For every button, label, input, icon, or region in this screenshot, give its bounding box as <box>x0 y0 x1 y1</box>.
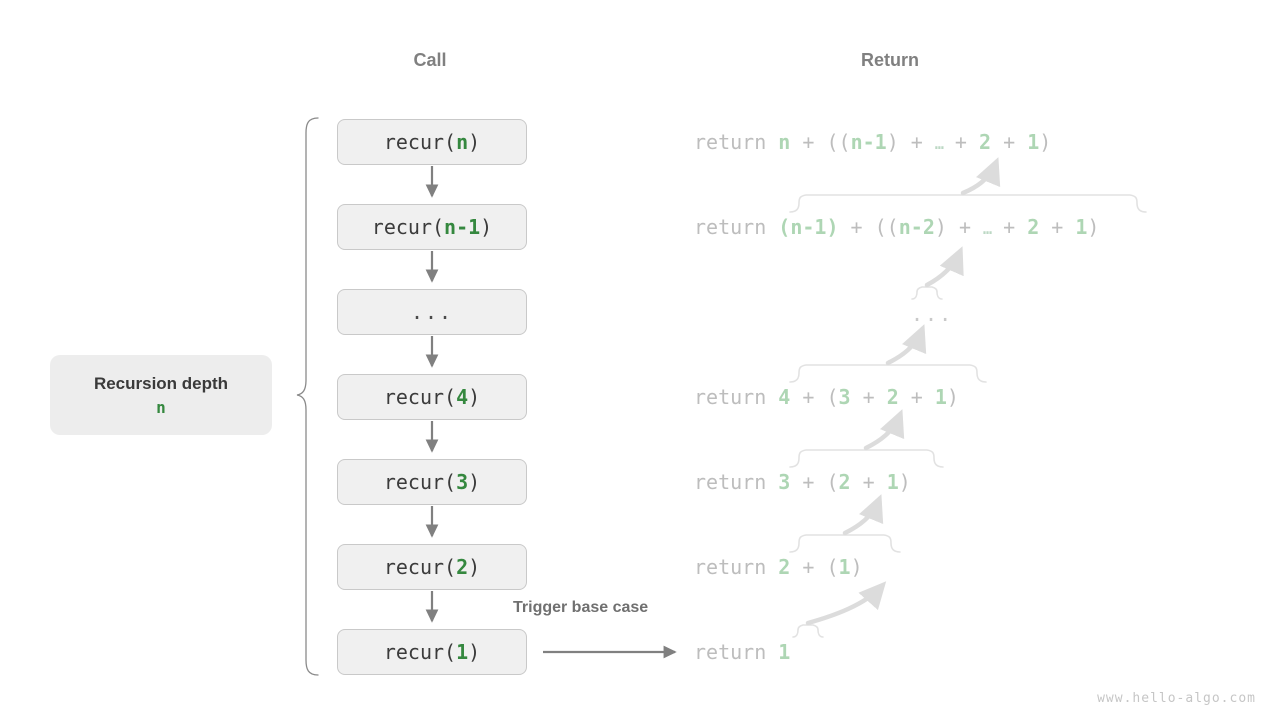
return-brace-row-4 <box>789 364 987 383</box>
call-box-4[interactable]: recur(4) <box>337 374 527 420</box>
call-box-1[interactable]: recur(1) <box>337 629 527 675</box>
return-brace-row-5 <box>789 449 944 468</box>
call-box-1-text: recur(1) <box>383 640 481 664</box>
column-header-return: Return <box>861 50 919 70</box>
return-arrow-6 <box>805 581 887 626</box>
return-brace-row-3 <box>911 286 943 300</box>
return-line-n-1: return (n-1) + ((n-2) + … + 2 + 1) <box>694 215 1100 239</box>
call-box-3-text: recur(3) <box>383 470 481 494</box>
return-arrow-3 <box>885 324 927 366</box>
watermark: www.hello-algo.com <box>1097 691 1256 706</box>
recursion-depth-brace <box>296 117 319 676</box>
call-box-ellipsis-text: ... <box>410 300 454 324</box>
return-brace-row-7 <box>792 624 824 638</box>
return-line-3: return 3 + (2 + 1) <box>694 470 911 494</box>
return-line-n: return n + ((n-1) + … + 2 + 1) <box>694 130 1052 154</box>
call-box-n-1-text: recur(n-1) <box>371 215 493 239</box>
call-box-2-text: recur(2) <box>383 555 481 579</box>
return-arrow-5 <box>842 494 884 536</box>
call-box-n[interactable]: recur(n) <box>337 119 527 165</box>
call-box-2[interactable]: recur(2) <box>337 544 527 590</box>
return-arrow-4 <box>863 409 905 451</box>
column-header-call: Call <box>413 50 447 70</box>
return-line-1: return 1 <box>694 640 791 664</box>
return-line-ellipsis: ... <box>911 302 954 326</box>
return-line-2: return 2 + (1) <box>694 555 863 579</box>
call-box-ellipsis[interactable]: ... <box>337 289 527 335</box>
return-line-4: return 4 + (3 + 2 + 1) <box>694 385 959 409</box>
call-box-n-1[interactable]: recur(n-1) <box>337 204 527 250</box>
call-box-3[interactable]: recur(3) <box>337 459 527 505</box>
return-brace-row-6 <box>789 534 901 553</box>
call-box-n-text: recur(n) <box>383 130 481 154</box>
recursion-depth-label: Recursion depth n <box>50 355 272 435</box>
call-box-4-text: recur(4) <box>383 385 481 409</box>
recursion-depth-value: n <box>156 397 166 417</box>
recursion-depth-title: Recursion depth <box>93 373 229 393</box>
return-arrow-1 <box>960 157 1001 196</box>
return-arrow-2 <box>924 246 964 288</box>
trigger-base-case-label: Trigger base case <box>513 599 649 616</box>
return-brace-row-2 <box>789 194 1147 213</box>
